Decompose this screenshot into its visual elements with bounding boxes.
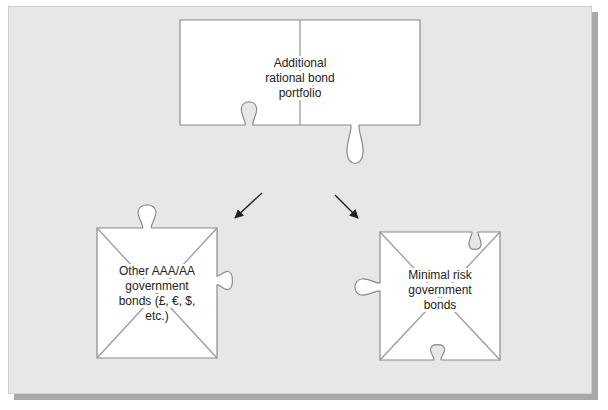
crossed-puzzle-piece: Minimal risk government bonds	[380, 232, 500, 360]
crossed-puzzle-piece: Other AAA/AA government bonds (£, €, $, …	[97, 228, 217, 358]
piece-outline	[97, 228, 217, 358]
piece-label: Other AAA/AA government bonds (£, €, $, …	[119, 264, 196, 323]
cross-out-line	[97, 228, 217, 358]
piece-label: Additional rational bond portfolio	[265, 56, 334, 100]
cross-out-line	[97, 228, 217, 358]
arrow	[235, 193, 262, 218]
arrow	[335, 195, 358, 218]
piece-shape	[97, 205, 232, 358]
piece-label: Minimal risk government bonds	[408, 268, 471, 312]
puzzle-piece: Additional rational bond portfolio	[180, 20, 420, 125]
piece-shape	[355, 232, 500, 360]
piece-shape	[180, 20, 420, 164]
cross-out-line	[380, 232, 500, 360]
cross-out-line	[380, 232, 500, 360]
